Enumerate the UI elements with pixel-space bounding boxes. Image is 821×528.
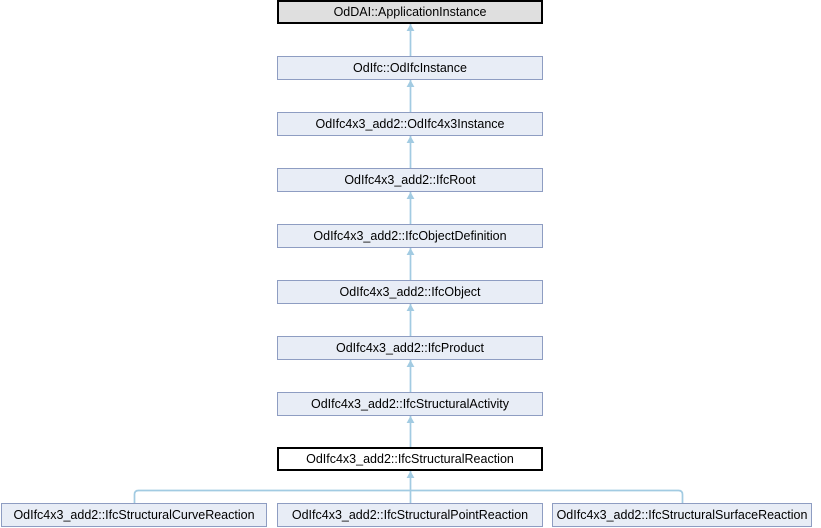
arrowhead-up-icon [406, 304, 415, 311]
edge-elbow [133, 489, 684, 503]
node-ifc-object-definition[interactable]: OdIfc4x3_add2::IfcObjectDefinition [277, 224, 543, 248]
node-ifc-object[interactable]: OdIfc4x3_add2::IfcObject [277, 280, 543, 304]
arrowhead-up-icon [406, 360, 415, 367]
node-application-instance[interactable]: OdDAI::ApplicationInstance [277, 0, 543, 24]
node-odifc4x3-instance[interactable]: OdIfc4x3_add2::OdIfc4x3Instance [277, 112, 543, 136]
node-ifc-structural-point-reaction[interactable]: OdIfc4x3_add2::IfcStructuralPointReactio… [277, 503, 543, 527]
node-ifc-structural-curve-reaction[interactable]: OdIfc4x3_add2::IfcStructuralCurveReactio… [1, 503, 267, 527]
arrowhead-up-icon [406, 24, 415, 31]
arrowhead-up-icon [406, 471, 415, 478]
node-ifc-structural-surface-reaction[interactable]: OdIfc4x3_add2::IfcStructuralSurfaceReact… [552, 503, 812, 527]
arrowhead-up-icon [406, 136, 415, 143]
arrowhead-up-icon [406, 248, 415, 255]
node-ifc-root[interactable]: OdIfc4x3_add2::IfcRoot [277, 168, 543, 192]
node-ifc-structural-activity[interactable]: OdIfc4x3_add2::IfcStructuralActivity [277, 392, 543, 416]
arrowhead-up-icon [406, 80, 415, 87]
arrowhead-up-icon [406, 192, 415, 199]
node-ifc-structural-reaction: OdIfc4x3_add2::IfcStructuralReaction [277, 447, 543, 471]
node-ifc-product[interactable]: OdIfc4x3_add2::IfcProduct [277, 336, 543, 360]
node-odifc-instance[interactable]: OdIfc::OdIfcInstance [277, 56, 543, 80]
arrowhead-up-icon [406, 416, 415, 423]
